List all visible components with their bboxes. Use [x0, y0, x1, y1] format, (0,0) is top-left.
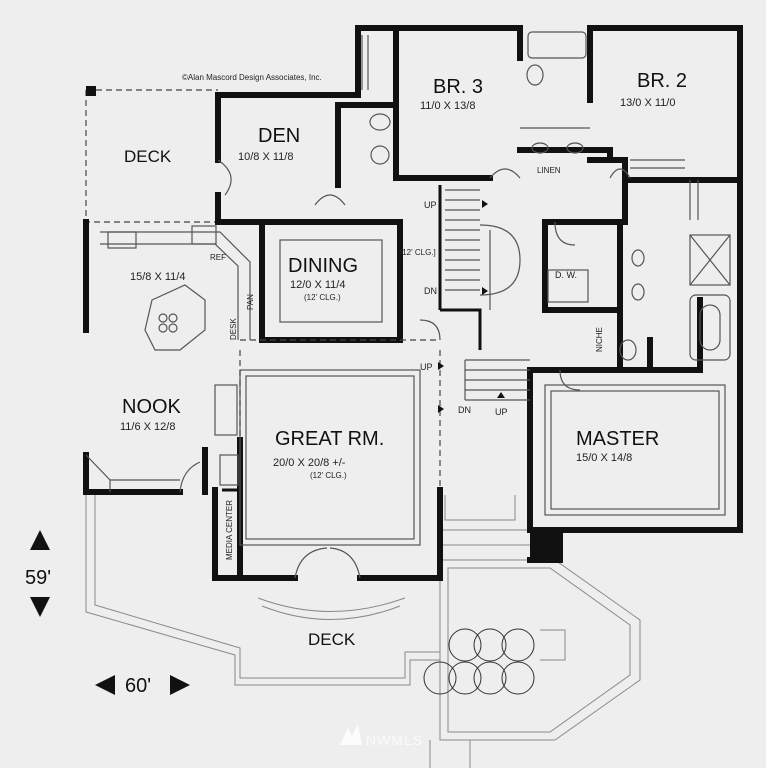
- dining-note: (12' CLG.): [304, 293, 341, 302]
- interior-lines: [85, 31, 731, 579]
- deck-top-label: DECK: [124, 147, 172, 166]
- pan-label: PAN: [246, 294, 255, 310]
- walls: [83, 25, 743, 581]
- dw-label: D. W.: [555, 270, 577, 280]
- down-arrow-icon: [30, 597, 50, 617]
- br2-name: BR. 2: [637, 70, 687, 92]
- niche-label: NICHE: [595, 327, 604, 352]
- stair-clg-label: [12' CLG.]: [400, 248, 436, 257]
- nwmls-logo-icon: [340, 724, 362, 745]
- up-arrow-icon: [30, 530, 50, 550]
- den-name: DEN: [258, 125, 300, 147]
- watermark: NWMLS: [340, 724, 423, 748]
- dn-label-1: DN: [424, 286, 437, 296]
- left-arrow-icon: [95, 675, 115, 695]
- great-room-note: (12' CLG.): [310, 471, 347, 480]
- ref-label: REF: [210, 253, 226, 262]
- deck-outlines: [85, 89, 641, 768]
- stair-arrows: [438, 200, 505, 413]
- dining-name: DINING: [288, 255, 358, 277]
- dn-label-2: DN: [458, 405, 471, 415]
- up-label-3: UP: [495, 407, 508, 417]
- media-center-label: MEDIA CENTER: [225, 500, 234, 560]
- watermark-text: NWMLS: [366, 732, 423, 748]
- br3-dims: 11/0 X 13/8: [420, 100, 475, 112]
- br2-dims: 13/0 X 11/0: [620, 97, 675, 109]
- up-label-1: UP: [424, 200, 437, 210]
- depth-scale: 59': [25, 530, 51, 617]
- nook-name: NOOK: [122, 396, 182, 418]
- copyright-text: ©Alan Mascord Design Associates, Inc.: [182, 73, 322, 82]
- dining-dims: 12/0 X 11/4: [290, 279, 345, 291]
- great-room-dims: 20/0 X 20/8 +/-: [273, 457, 346, 469]
- br3-name: BR. 3: [433, 76, 483, 98]
- master-name: MASTER: [576, 428, 659, 450]
- desk-label: DESK: [229, 318, 238, 340]
- depth-label: 59': [25, 567, 51, 589]
- width-label: 60': [125, 675, 151, 697]
- linen-label: LINEN: [537, 166, 561, 175]
- shrubs: [423, 628, 535, 695]
- nook-dims: 11/6 X 12/8: [120, 421, 175, 433]
- den-dims: 10/8 X 11/8: [238, 151, 293, 163]
- master-dims: 15/0 X 14/8: [576, 452, 632, 464]
- deck-bottom-label: DECK: [308, 630, 356, 649]
- width-scale: 60': [95, 675, 190, 697]
- up-label-2: UP: [420, 362, 433, 372]
- kitchen-dims: 15/8 X 11/4: [130, 271, 185, 283]
- great-room-name: GREAT RM.: [275, 428, 384, 450]
- right-arrow-icon: [170, 675, 190, 695]
